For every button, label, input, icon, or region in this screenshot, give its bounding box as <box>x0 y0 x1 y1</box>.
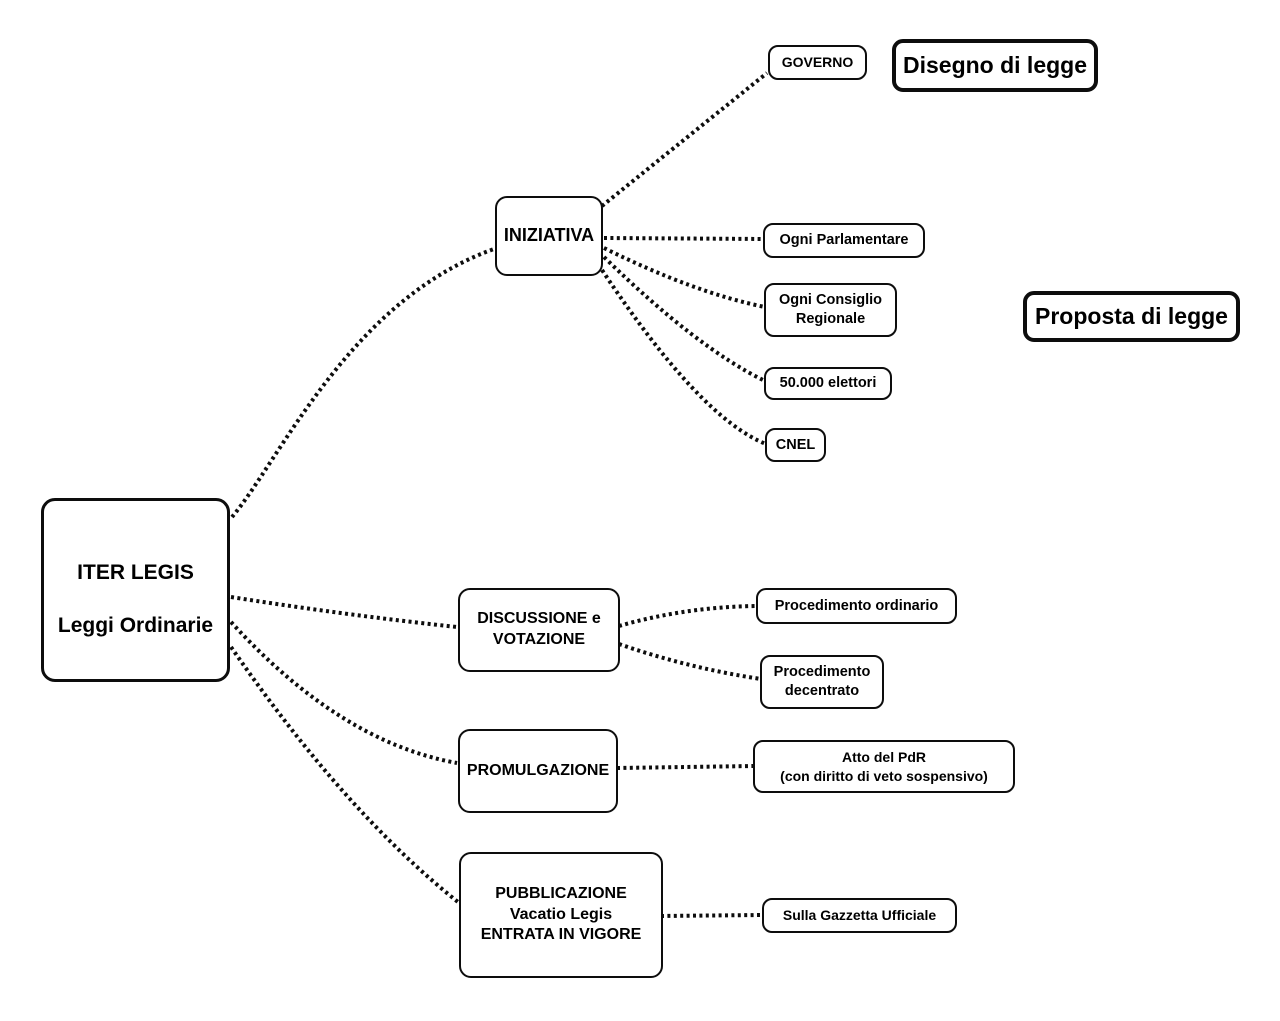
node-governo-label: GOVERNO <box>781 54 854 71</box>
node-consiglio-line1: Ogni Consiglio <box>778 292 883 309</box>
node-discussione-line1: DISCUSSIONE e <box>477 610 601 628</box>
connector-discussione-ordinario <box>618 604 757 628</box>
node-procedimento-ordinario: Procedimento ordinario <box>756 588 957 624</box>
connector-iniziativa-parlamentare <box>603 236 765 241</box>
node-discussione-line2: VOTAZIONE <box>492 631 586 648</box>
node-consiglio-line2: Regionale <box>795 311 866 327</box>
node-procedimento-decentrato: Procedimento decentrato <box>760 655 884 709</box>
connector-pubblicazione-gazzetta <box>660 913 764 918</box>
node-ogni-consiglio-regionale: Ogni Consiglio Regionale <box>764 283 897 337</box>
node-iter-legis-root: ITER LEGIS Leggi Ordinarie <box>41 498 230 682</box>
node-iniziativa-label: INIZIATIVA <box>503 225 595 246</box>
node-pubblicazione-line1: PUBBLICAZIONE <box>495 884 627 902</box>
node-decentrato-line1: Procedimento <box>773 664 871 681</box>
node-atto-line2: (con diritto di veto sospensivo) <box>780 767 988 784</box>
node-promulgazione-label: PROMULGAZIONE <box>466 761 610 779</box>
node-pubblicazione-line2: Vacatio Legis <box>509 905 613 923</box>
node-atto-del-pdr: Atto del PdR (con diritto di veto sospen… <box>753 740 1015 793</box>
node-gazzetta-ufficiale: Sulla Gazzetta Ufficiale <box>762 898 957 933</box>
annotation-disegno-di-legge: Disegno di legge <box>892 39 1098 92</box>
annotation-proposta-label: Proposta di legge <box>1035 302 1228 329</box>
connector-iniziativa-elettori <box>602 255 766 383</box>
node-iniziativa: INIZIATIVA <box>495 196 603 276</box>
node-decentrato-line2: decentrato <box>784 683 860 699</box>
connector-root-iniziativa <box>230 247 495 519</box>
annotation-disegno-label: Disegno di legge <box>902 51 1088 78</box>
node-discussione-votazione: DISCUSSIONE e VOTAZIONE <box>458 588 620 672</box>
node-procedimento-ordinario-label: Procedimento ordinario <box>774 597 939 614</box>
connector-promulgazione-atto <box>616 764 755 770</box>
node-cnel-label: CNEL <box>775 436 816 453</box>
annotation-proposta-di-legge: Proposta di legge <box>1023 291 1240 342</box>
connector-iniziativa-cnel <box>600 268 767 446</box>
connector-root-discussione <box>230 595 458 629</box>
node-governo: GOVERNO <box>768 45 867 80</box>
node-elettori-label: 50.000 elettori <box>779 375 877 392</box>
node-gazzetta-label: Sulla Gazzetta Ufficiale <box>782 907 937 924</box>
connector-discussione-decentrato <box>618 642 762 681</box>
connector-root-pubblicazione <box>229 645 460 904</box>
node-ogni-parlamentare-label: Ogni Parlamentare <box>779 232 909 249</box>
connector-iniziativa-governo <box>600 71 769 208</box>
node-elettori: 50.000 elettori <box>764 367 892 400</box>
node-atto-line1: Atto del PdR <box>842 749 926 766</box>
node-pubblicazione: PUBBLICAZIONE Vacatio Legis ENTRATA IN V… <box>459 852 663 978</box>
node-promulgazione: PROMULGAZIONE <box>458 729 618 813</box>
node-pubblicazione-line3: ENTRATA IN VIGORE <box>480 926 642 944</box>
root-subtitle: Leggi Ordinarie <box>57 614 214 637</box>
connector-iniziativa-consiglio <box>603 246 766 309</box>
node-cnel: CNEL <box>765 428 826 462</box>
root-title: ITER LEGIS <box>77 560 194 584</box>
node-ogni-parlamentare: Ogni Parlamentare <box>763 223 925 258</box>
connector-root-promulgazione <box>229 620 458 765</box>
